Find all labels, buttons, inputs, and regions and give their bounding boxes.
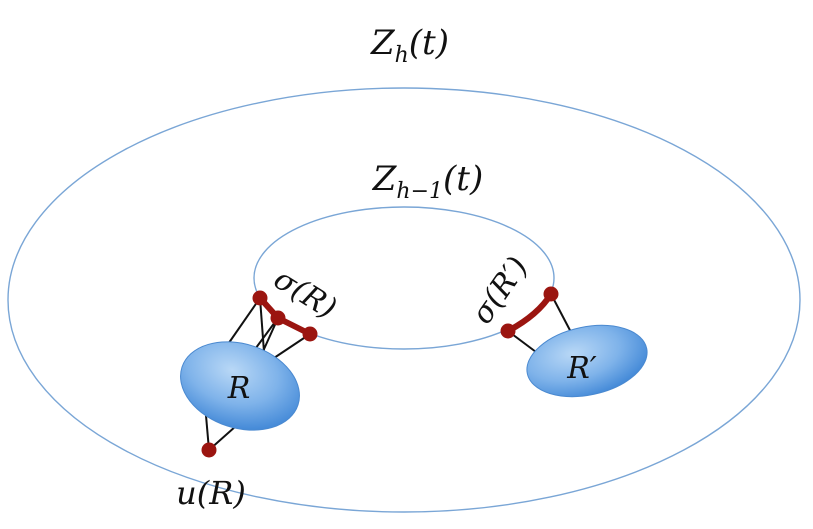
sigma-R-vertices [252,290,318,342]
node-R-label: R [227,371,251,406]
sigma-Rprime-vertex [543,286,559,302]
sigma-R-vertex [302,326,318,342]
uR-label: u(R) [176,474,246,512]
node-R-blob [180,341,300,431]
node-Rprime-label: R′ [566,351,597,386]
outer-region-label: Zh(t) [370,23,449,68]
inner-region-ellipse [253,206,555,350]
outer-region-ellipse [7,87,801,513]
sigma-R-vertex [252,290,268,306]
node-Rprime-blob [526,324,648,398]
inner-region-label: Zh−1(t) [372,159,483,204]
sigma-R-vertex [270,310,286,326]
sigma-Rprime-vertices [500,286,559,339]
uR-vertex [201,442,217,458]
sigma-Rprime-vertex [500,323,516,339]
